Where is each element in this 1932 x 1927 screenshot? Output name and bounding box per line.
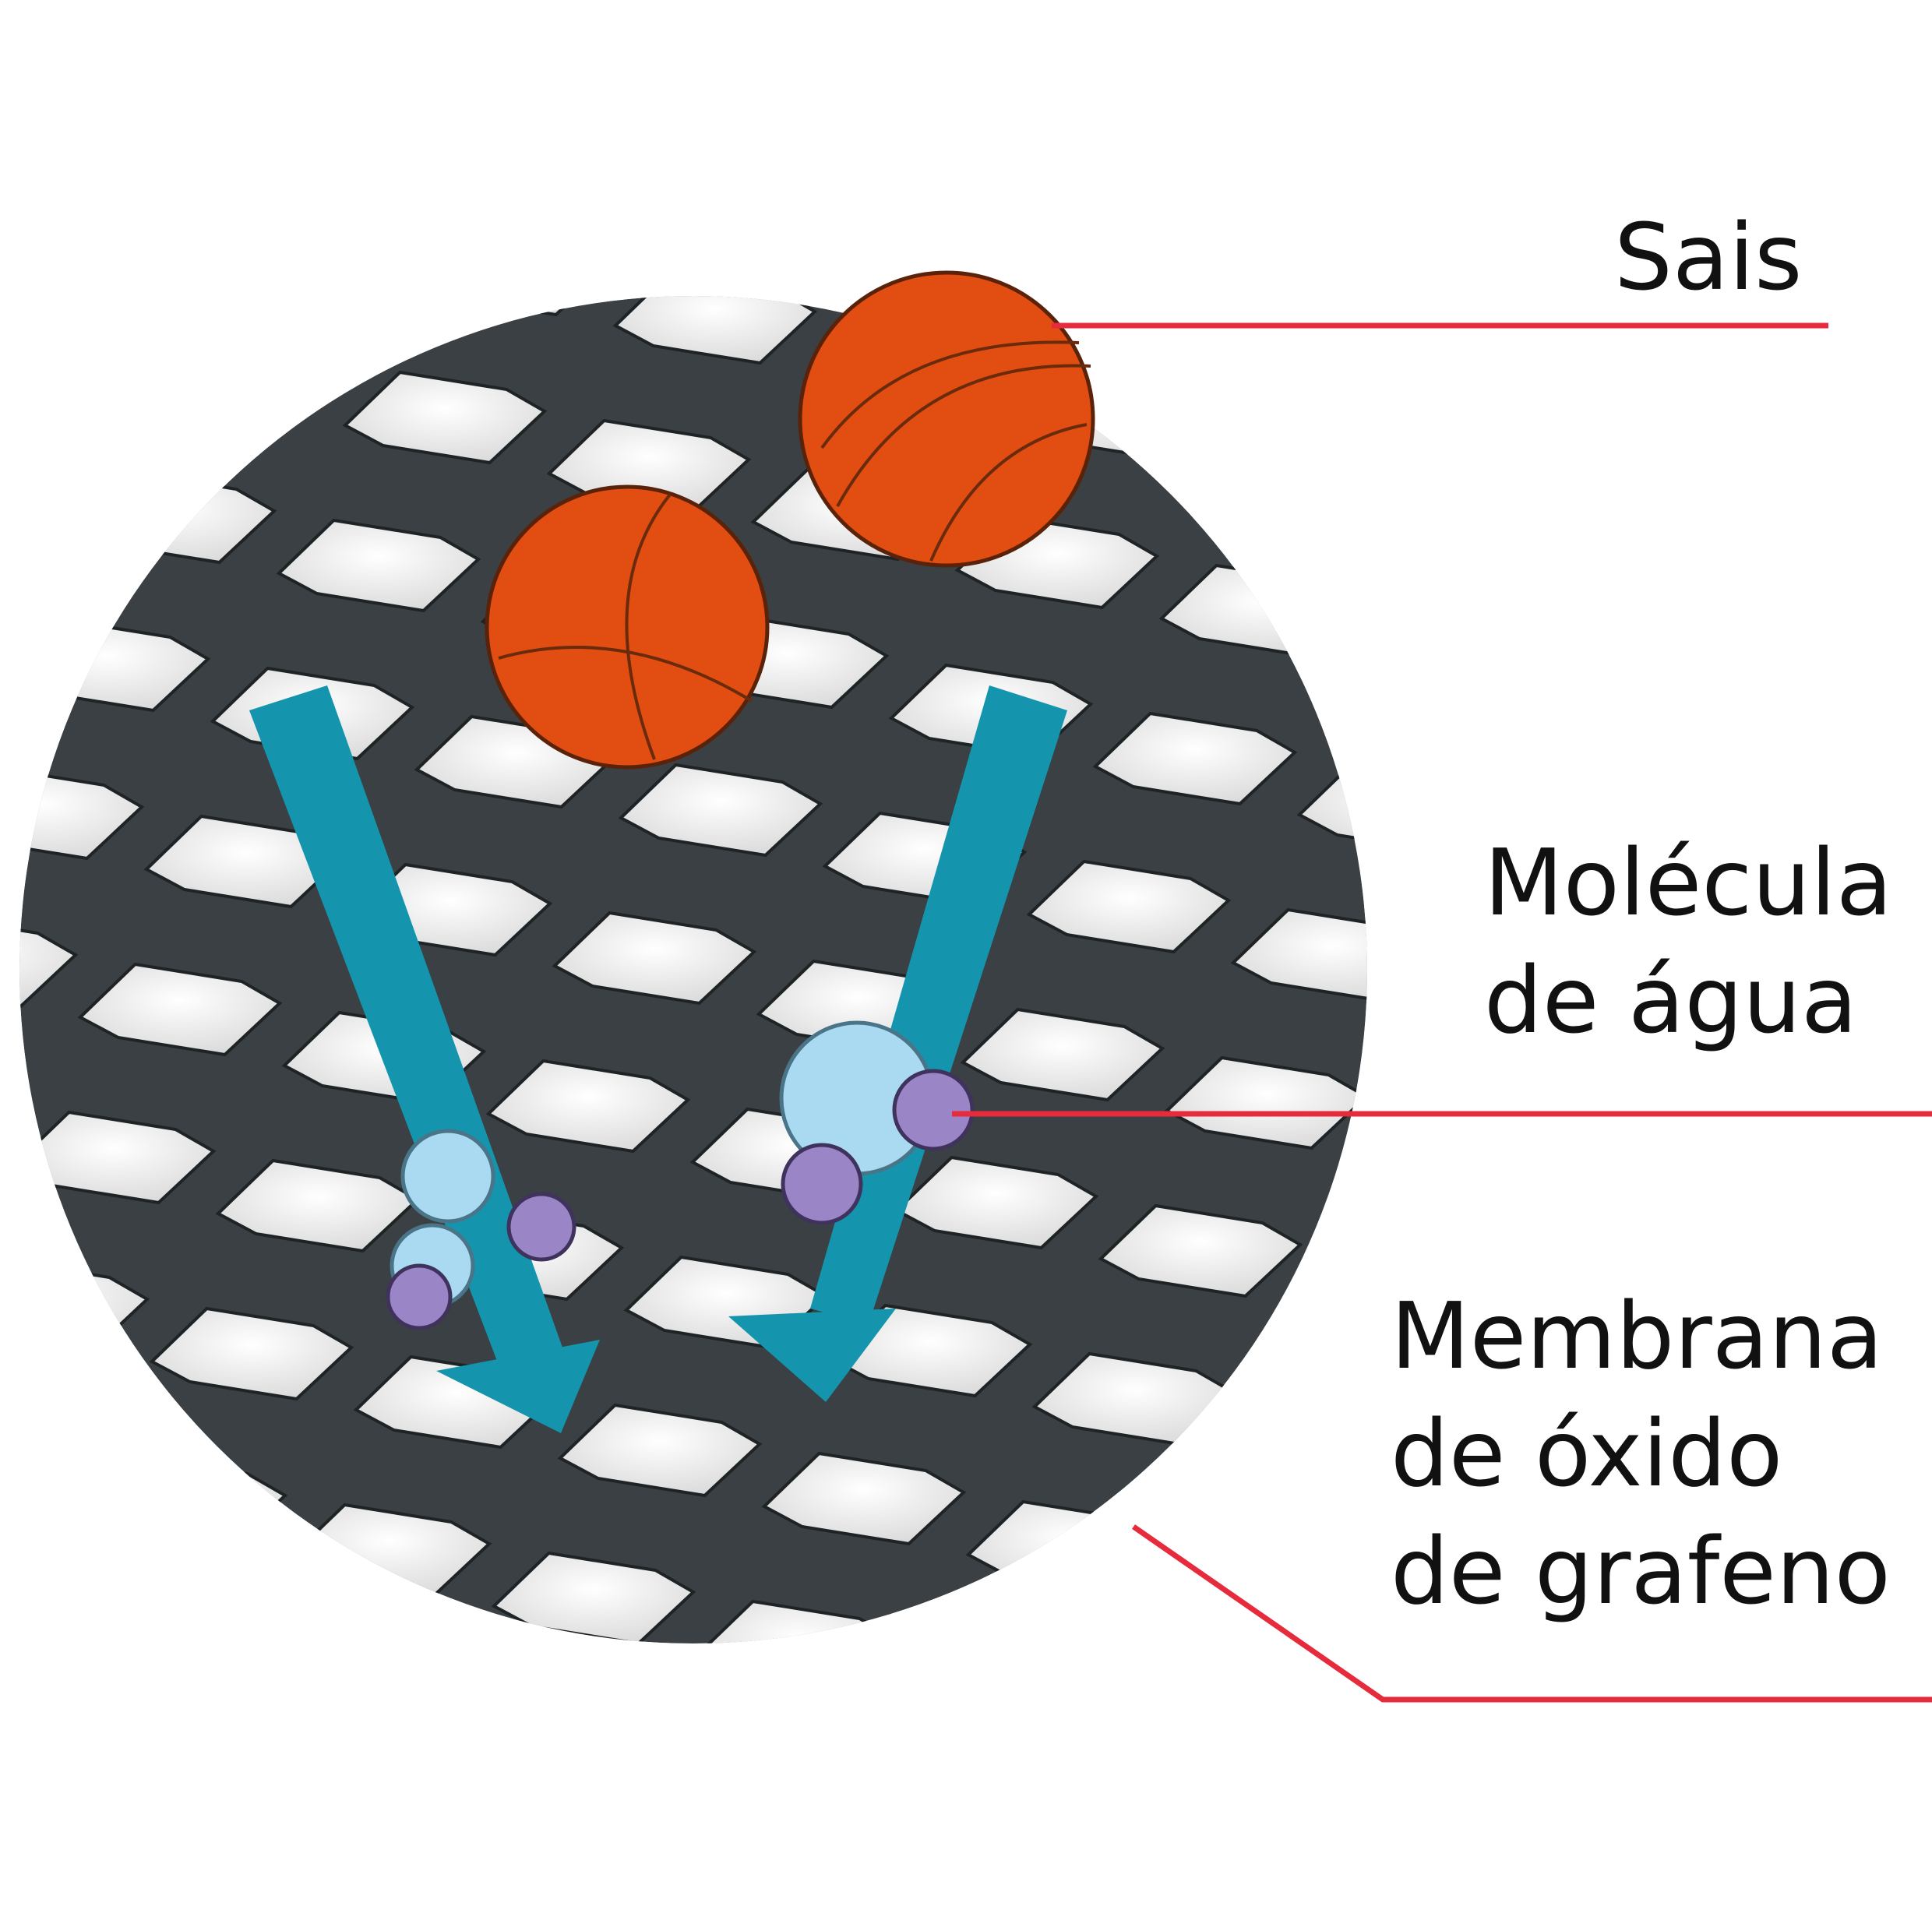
hydrogen-atom [892, 1069, 975, 1151]
salt-ion-right [798, 270, 1095, 568]
water-molecule-left [386, 1129, 576, 1330]
membrane-hole [1026, 859, 1232, 954]
oxygen-atom [400, 1129, 495, 1224]
membrane-hole [408, 296, 614, 317]
membrane-hole [557, 1403, 763, 1498]
membrane-hole [485, 1059, 691, 1154]
hydrogen-atom [386, 1263, 453, 1330]
graphene-oxide-membrane [19, 296, 1367, 1643]
membrane-hole [960, 1007, 1165, 1102]
membrane-hole [149, 1306, 354, 1401]
label-water-line-2: de água [1484, 946, 1858, 1055]
water-path-left [249, 685, 575, 1406]
membrane-hole [1230, 907, 1367, 1002]
membrane-hole [276, 518, 481, 613]
label-water-line-1: Molécula [1484, 829, 1893, 936]
leader-lines [952, 322, 1932, 1703]
membrane-hole [552, 911, 757, 1006]
label-membrane-line-1: Membrana [1391, 1282, 1884, 1390]
membrane-hole [894, 1155, 1099, 1250]
membrane-hole [342, 370, 548, 465]
membrane-hole [1092, 711, 1298, 806]
membrane-hole [19, 914, 79, 1009]
water-path-right-head [728, 1309, 896, 1402]
membrane-hole [761, 1451, 967, 1546]
hydrogen-atom [781, 1143, 863, 1225]
hydrogen-atom [506, 1192, 576, 1262]
label-membrane-line-2: de óxido [1391, 1400, 1783, 1508]
water-molecule-right [779, 1020, 975, 1225]
membrane-hole [612, 296, 818, 365]
label-sais-text: Sais [1614, 203, 1803, 311]
water-path-left-head [436, 1340, 600, 1433]
membrane-hole [618, 763, 823, 858]
label-sais: Sais [1614, 199, 1802, 316]
salt-ion-left [485, 484, 770, 770]
label-graphene-membrane: Membrana de óxido de grafeno [1391, 1277, 1891, 1630]
salt-ions [485, 270, 1095, 770]
label-water-molecule: Molécula de água [1484, 824, 1892, 1059]
water-molecules [386, 1020, 975, 1330]
membrane-hole [19, 766, 145, 861]
leader-line-membrana [1132, 1524, 1932, 1703]
label-membrane-line-3: de grafeno [1391, 1517, 1891, 1626]
membrane-hole [1098, 1203, 1303, 1298]
membrane-hole [77, 962, 283, 1057]
